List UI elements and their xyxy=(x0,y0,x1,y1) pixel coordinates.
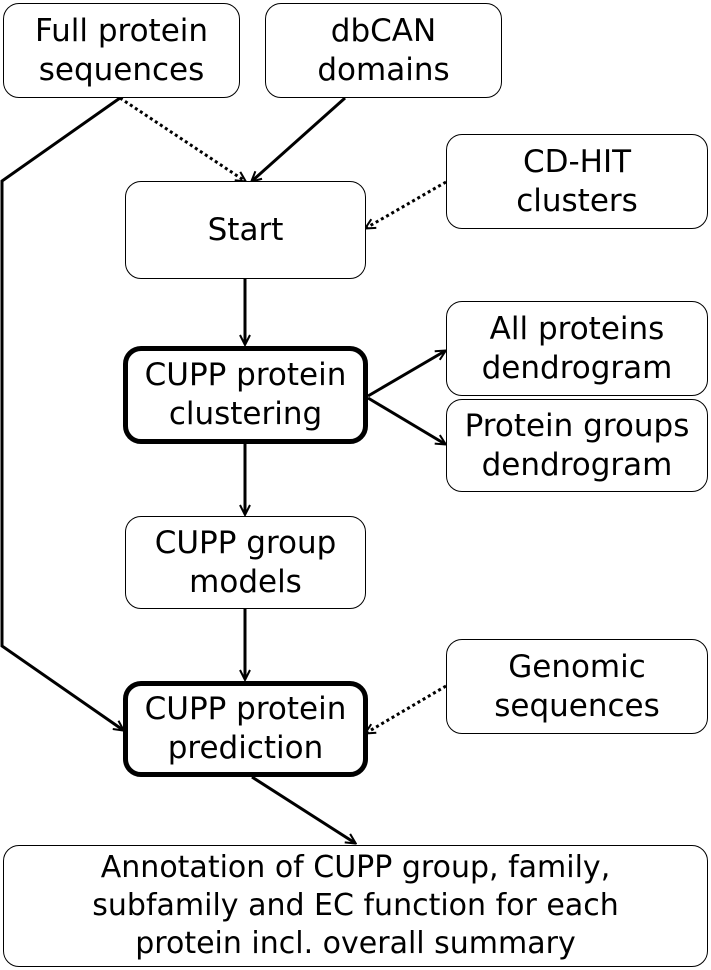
node-protein-groups-dendrogram: Protein groups dendrogram xyxy=(446,399,708,492)
node-cupp-protein-prediction: CUPP protein prediction xyxy=(123,681,368,777)
node-label-line: Genomic xyxy=(508,648,646,685)
node-label-line: dendrogram xyxy=(481,446,673,483)
node-start: Start xyxy=(125,181,366,279)
node-cupp-protein-clustering: CUPP protein clustering xyxy=(123,346,368,444)
arrow-prediction-to-annotation xyxy=(251,775,355,843)
arrow-full-to-prediction xyxy=(0,96,123,730)
node-label-line: Protein groups xyxy=(464,407,690,444)
arrow-dbcan-to-start xyxy=(252,96,346,181)
node-cupp-group-models: CUPP group models xyxy=(125,516,366,609)
node-label-line: domains xyxy=(317,51,450,88)
node-label-line: protein incl. overall summary xyxy=(135,926,576,961)
node-label-line: Start xyxy=(207,211,284,248)
node-label-line: subfamily and EC function for each xyxy=(92,888,619,923)
node-label-line: models xyxy=(189,563,302,600)
node-label-line: prediction xyxy=(167,730,324,766)
node-label-line: clusters xyxy=(516,182,638,219)
node-annotation-summary: Annotation of CUPP group, family, subfam… xyxy=(3,845,708,967)
arrow-cdhit-to-start xyxy=(366,180,447,228)
arrow-clustering-to-group-dendrogram xyxy=(367,396,445,444)
node-label-line: Annotation of CUPP group, family, xyxy=(100,850,611,885)
arrow-full-to-start xyxy=(119,96,245,181)
node-label-line: CUPP protein xyxy=(144,357,347,393)
node-label-line: dendrogram xyxy=(481,349,673,386)
node-full-protein-sequences: Full protein sequences xyxy=(3,3,240,98)
node-label-line: CUPP group xyxy=(154,524,337,561)
arrow-clustering-to-all-dendrogram xyxy=(367,351,445,398)
node-label-line: sequences xyxy=(494,687,660,724)
arrow-genomic-to-prediction xyxy=(366,684,447,733)
node-genomic-sequences: Genomic sequences xyxy=(446,639,708,734)
node-label-line: clustering xyxy=(168,396,323,432)
node-all-proteins-dendrogram: All proteins dendrogram xyxy=(446,301,708,396)
node-label-line: Full protein xyxy=(34,12,209,49)
node-dbcan-domains: dbCAN domains xyxy=(265,3,502,98)
node-label-line: CD-HIT xyxy=(522,143,632,180)
node-label-line: sequences xyxy=(38,51,205,88)
node-cdhit-clusters: CD-HIT clusters xyxy=(446,134,708,229)
node-label-line: All proteins xyxy=(489,310,665,347)
node-label-line: CUPP protein xyxy=(144,691,347,727)
node-label-line: dbCAN xyxy=(330,12,437,49)
